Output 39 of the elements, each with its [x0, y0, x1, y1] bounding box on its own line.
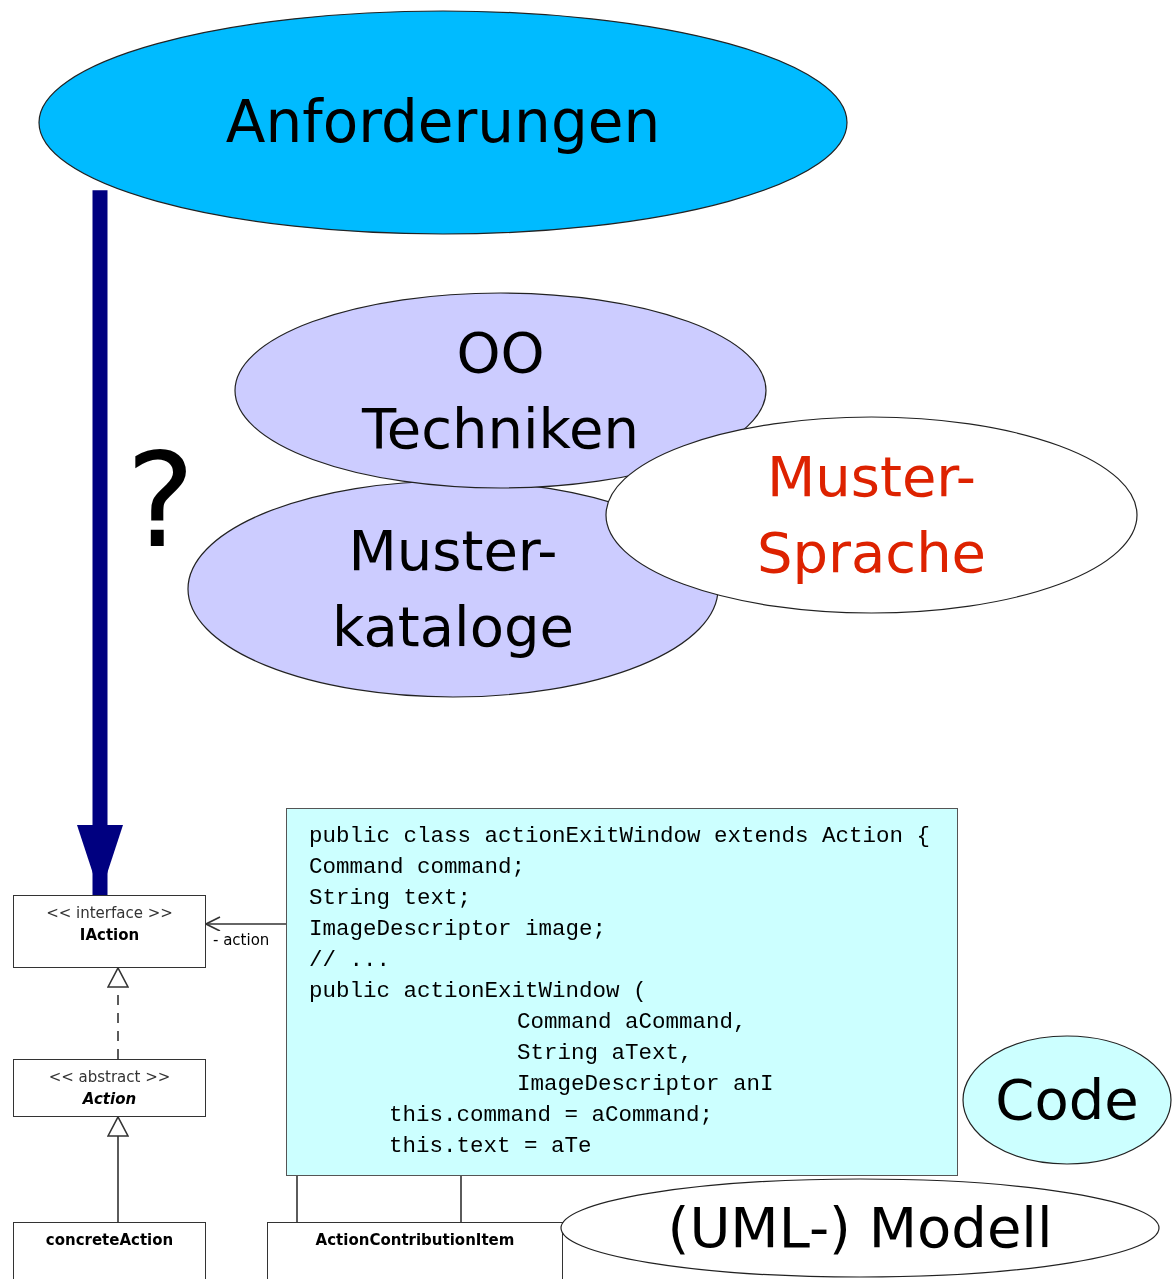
ellipse-label: Anforderungen	[225, 87, 661, 159]
realization-arrow	[107, 967, 129, 1060]
stereotype-label: << interface >>	[46, 903, 173, 924]
ellipse-node	[962, 1035, 1172, 1165]
code-panel	[286, 808, 958, 1176]
question-mark: ?	[126, 430, 195, 573]
class-box	[267, 1222, 563, 1279]
code-line: this.text = aTe	[389, 1132, 592, 1161]
stereotype-label: << abstract >>	[48, 1067, 171, 1088]
ellipse-label: Muster- Sprache	[755, 443, 988, 587]
class-name: ActionContributionItem	[315, 1230, 515, 1251]
class-name: concreteAction	[45, 1230, 174, 1251]
ellipse-label: Muster- kataloge	[331, 517, 575, 661]
ellipse-label: Code	[995, 1066, 1139, 1135]
code-line: public class actionExitWindow extends Action {	[309, 822, 931, 851]
code-line: this.command = aCommand;	[389, 1101, 714, 1130]
code-line: String aText,	[517, 1039, 693, 1068]
class-name-italic: Action	[82, 1089, 137, 1110]
thick-arrow	[77, 190, 123, 895]
class-name: IAction	[79, 925, 140, 946]
code-line: Command aCommand,	[517, 1008, 747, 1037]
inheritance-arrow	[107, 1116, 129, 1223]
code-line: ImageDescriptor image;	[309, 915, 607, 944]
ellipse-node	[38, 10, 848, 235]
code-line: Command command;	[309, 853, 526, 882]
code-line: String text;	[309, 884, 472, 913]
connector-line	[296, 1175, 298, 1223]
association-arrow	[205, 916, 287, 932]
class-box	[13, 1059, 206, 1117]
ellipse-node	[234, 292, 767, 489]
code-line: public actionExitWindow (	[309, 977, 647, 1006]
code-line: ImageDescriptor anI	[517, 1070, 774, 1099]
class-box	[13, 1222, 206, 1279]
code-line: // ...	[309, 946, 390, 975]
ellipse-label: OO Techniken	[360, 318, 640, 463]
connector-line	[460, 1175, 462, 1223]
ellipse-node	[560, 1178, 1160, 1278]
ellipse-label: (UML-) Modell	[667, 1194, 1053, 1263]
class-box	[13, 895, 206, 968]
